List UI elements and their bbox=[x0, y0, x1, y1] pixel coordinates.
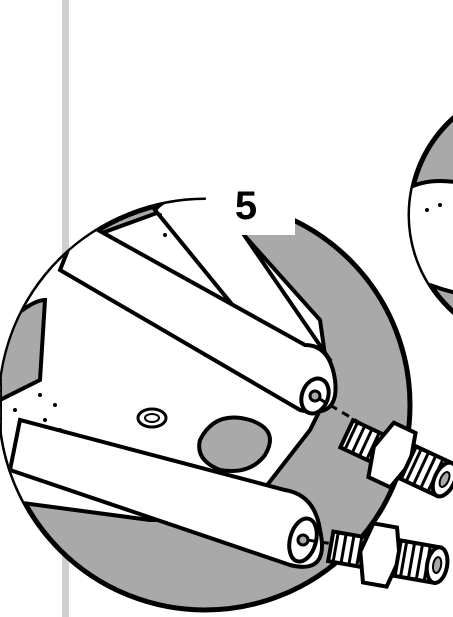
step-number: 5 bbox=[216, 186, 276, 226]
previous-detail-circle bbox=[405, 85, 453, 345]
